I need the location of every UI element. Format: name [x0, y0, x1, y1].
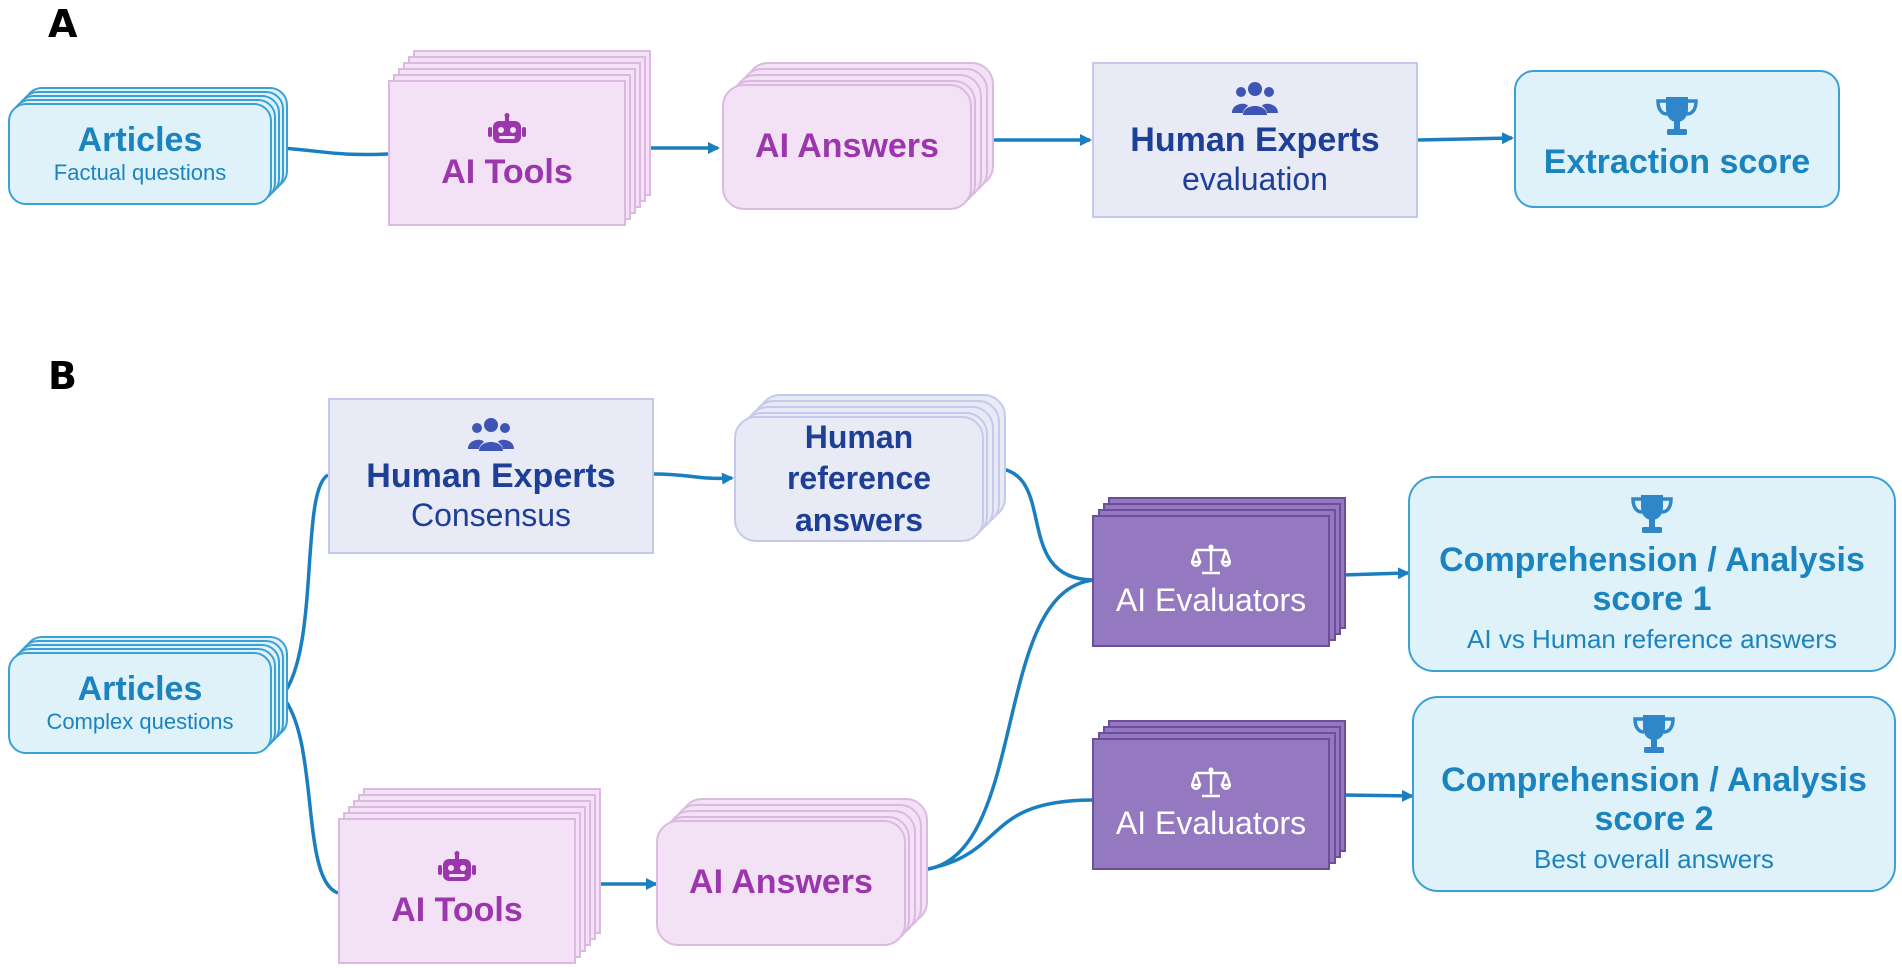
ai-evaluators-2-title: AI Evaluators [1115, 804, 1307, 841]
human-experts-subtitle: evaluation [1182, 161, 1328, 198]
articles-subtitle: Factual questions [53, 160, 227, 186]
articles-complex-node: Articles Complex questions [8, 636, 292, 756]
score-2-subtitle: Best overall answers [1534, 843, 1774, 874]
score-1-subtitle: AI vs Human reference answers [1467, 623, 1837, 654]
ai-tools-node: AI Tools [388, 50, 658, 226]
comprehension-score-1-node: Comprehension / Analysis score 1 AI vs H… [1408, 476, 1896, 672]
score-2-line1: Comprehension / Analysis [1441, 761, 1867, 800]
trophy-icon [1631, 495, 1673, 534]
extraction-score-title: Extraction score [1543, 143, 1811, 182]
edge-b-experts-reference [653, 472, 734, 485]
articles-factual-node: Articles Factual questions [8, 87, 292, 207]
ai-tools-b-node: AI Tools [338, 788, 608, 964]
ai-answers-title: AI Answers [755, 127, 939, 166]
human-reference-line2: reference [786, 460, 932, 497]
human-experts-consensus-title: Human Experts [366, 457, 616, 496]
ai-tools-b-title: AI Tools [391, 891, 523, 930]
edge-b-answers-evaluator1 [921, 578, 1095, 872]
scales-icon [1191, 767, 1231, 797]
edge-a-articles-tools [281, 146, 389, 157]
people-icon [1232, 82, 1278, 116]
articles-title: Articles [77, 121, 203, 160]
trophy-icon [1656, 97, 1698, 136]
edge-b-answers-evaluator2 [921, 798, 1095, 872]
human-reference-line3: answers [794, 501, 924, 538]
edge-b-articles-experts [280, 473, 330, 698]
edge-b-evaluator2-score2 [1341, 789, 1414, 802]
score-1-line2: score 1 [1592, 580, 1712, 619]
robot-icon [438, 851, 476, 882]
edge-b-reference-evaluator1 [993, 466, 1095, 582]
ai-answers-b-node: AI Answers [656, 798, 932, 948]
human-experts-consensus-subtitle: Consensus [410, 497, 572, 534]
score-1-line1: Comprehension / Analysis [1439, 541, 1865, 580]
ai-evaluators-1-title: AI Evaluators [1115, 581, 1307, 618]
trophy-icon [1633, 715, 1675, 754]
edge-b-evaluator1-score1 [1341, 567, 1410, 580]
score-2-line2: score 2 [1594, 800, 1714, 839]
human-reference-line1: Human [804, 418, 914, 455]
articles-b-title: Articles [77, 670, 203, 709]
ai-evaluators-2-node: AI Evaluators [1092, 720, 1352, 872]
panel-b-label: B [48, 354, 77, 398]
ai-answers-b-title: AI Answers [689, 863, 873, 902]
human-experts-title: Human Experts [1130, 121, 1380, 160]
comprehension-score-2-node: Comprehension / Analysis score 2 Best ov… [1412, 696, 1896, 892]
edge-a-experts-score [1417, 132, 1514, 145]
scales-icon [1191, 544, 1231, 574]
ai-evaluators-1-node: AI Evaluators [1092, 497, 1352, 649]
panel-a-label: A [48, 2, 78, 46]
human-experts-evaluation-node: Human Experts evaluation [1092, 62, 1418, 218]
ai-tools-title: AI Tools [441, 153, 573, 192]
edge-b-articles-tools [280, 694, 339, 895]
human-experts-consensus-node: Human Experts Consensus [328, 398, 654, 554]
human-reference-answers-node: Human reference answers [734, 394, 1008, 544]
people-icon [468, 418, 514, 452]
robot-icon [488, 113, 526, 144]
extraction-score-node: Extraction score [1514, 70, 1840, 208]
articles-b-subtitle: Complex questions [46, 709, 234, 735]
ai-answers-node: AI Answers [722, 62, 998, 212]
